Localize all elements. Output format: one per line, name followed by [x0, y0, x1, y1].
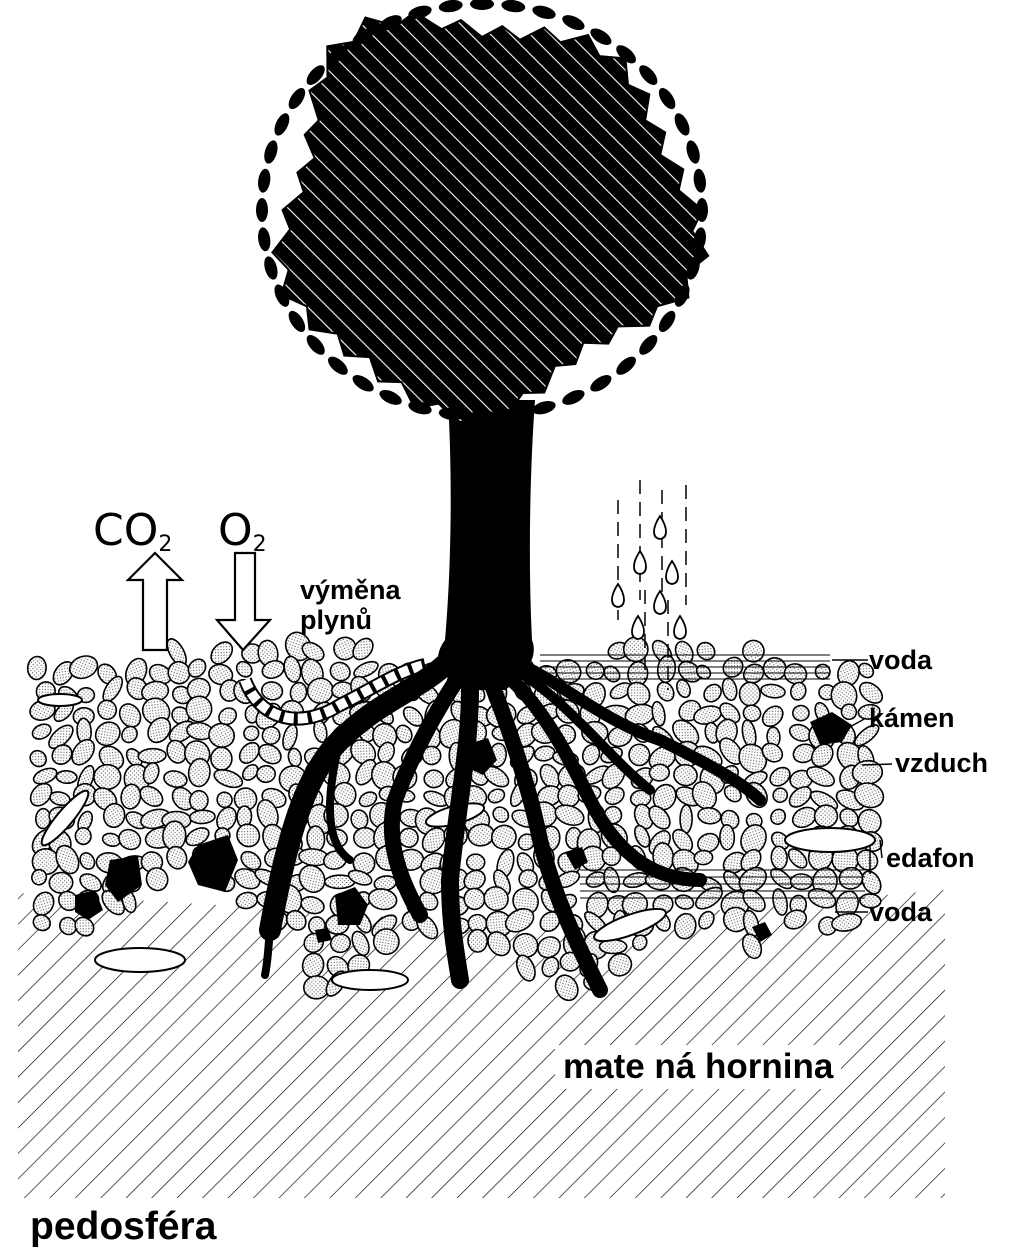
- label-bedrock: mate ná hornina: [555, 1045, 841, 1089]
- tree-trunk: [438, 400, 535, 690]
- gas-exchange-arrows: [128, 553, 270, 650]
- co2-formula: CO2: [93, 505, 172, 557]
- gas-exchange-label-line1: výměna: [300, 575, 401, 606]
- o2-formula: O2: [218, 505, 267, 557]
- label-voda-bottom: voda: [869, 897, 932, 928]
- label-vzduch: vzduch: [895, 748, 988, 779]
- label-kamen: kámen: [869, 703, 955, 734]
- gas-exchange-label-line2: plynů: [300, 605, 372, 636]
- diagram-title: pedosféra: [30, 1205, 216, 1249]
- label-edafon: edafon: [886, 843, 975, 874]
- label-voda-top: voda: [869, 645, 932, 676]
- tree-crown: [256, 0, 708, 424]
- rain-drops: [612, 480, 686, 690]
